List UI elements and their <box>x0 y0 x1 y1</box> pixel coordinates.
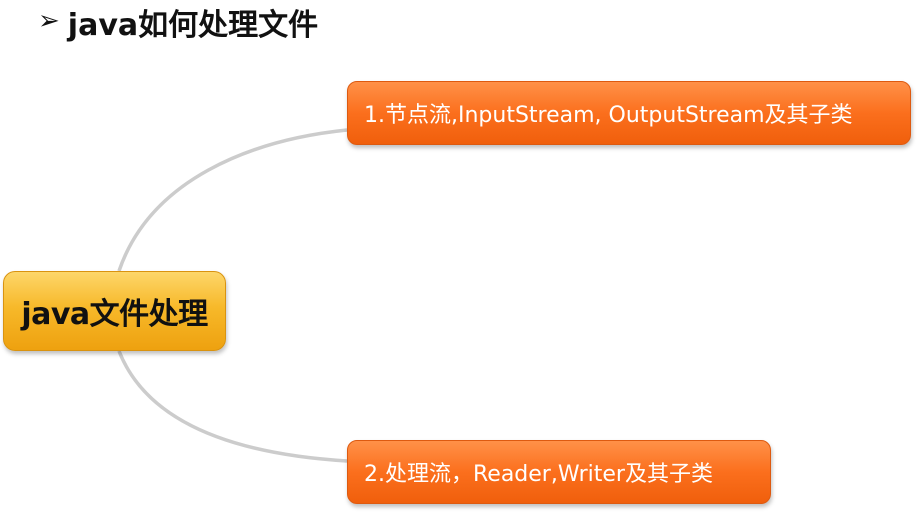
arrow-bullet-icon: ➢ <box>38 6 60 36</box>
slide-title: ➢ java如何处理文件 <box>38 2 319 43</box>
connector-root-branch-1 <box>117 128 348 272</box>
connector-root-branch-2 <box>117 350 348 463</box>
mindmap-root-label: java文件处理 <box>21 297 208 332</box>
mindmap-branch-label-2: 2.处理流，Reader,Writer及其子类 <box>364 462 713 487</box>
slide-title-text: java如何处理文件 <box>67 8 319 43</box>
mindmap-root-node[interactable]: java文件处理 <box>3 271 226 351</box>
mindmap-branch-label-1: 1.节点流,InputStream, OutputStream及其子类 <box>364 103 853 128</box>
mindmap-branch-node-1[interactable]: 1.节点流,InputStream, OutputStream及其子类 <box>347 81 911 145</box>
mindmap-branch-node-2[interactable]: 2.处理流，Reader,Writer及其子类 <box>347 440 771 504</box>
